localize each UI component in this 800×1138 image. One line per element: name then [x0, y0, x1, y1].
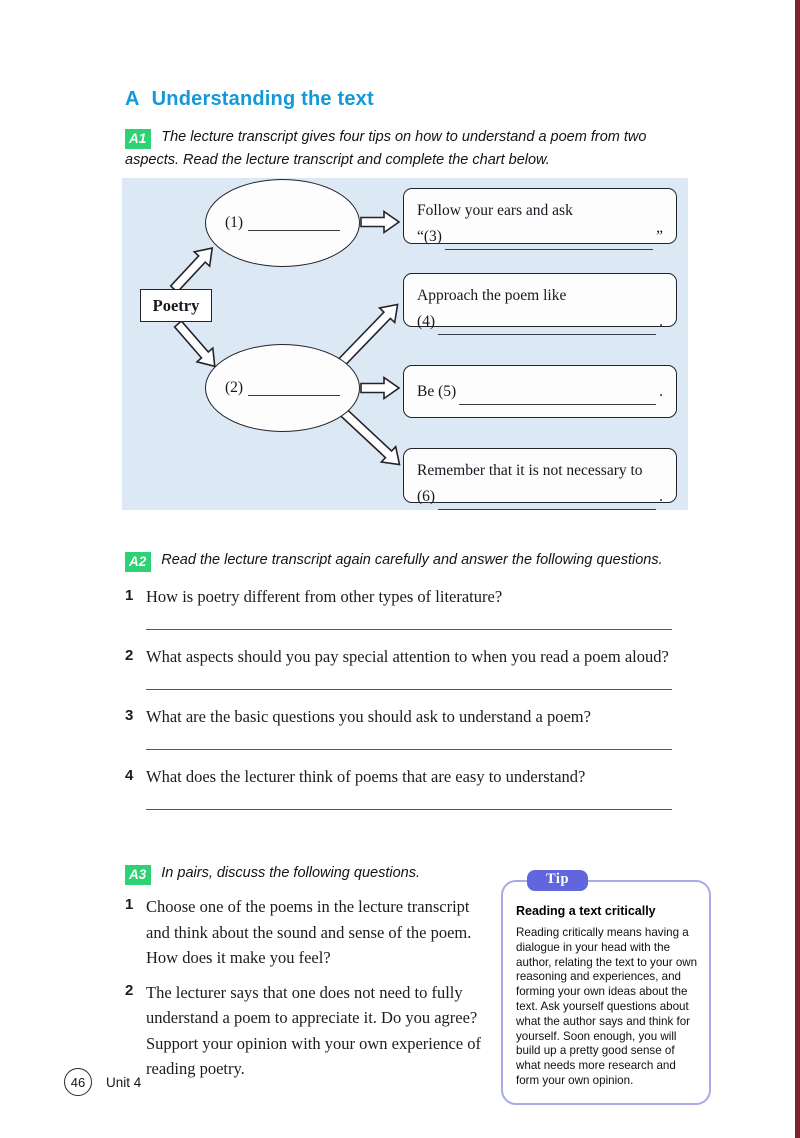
discussion-item-2: 2 The lecturer says that one does not nee…: [125, 980, 497, 1082]
question-text: What aspects should you pay special atte…: [146, 647, 669, 666]
answer-line-3[interactable]: [146, 749, 672, 750]
chart-box3-number: (5): [438, 383, 457, 400]
question-text: What are the basic questions you should …: [146, 707, 591, 726]
open-quote: “: [417, 228, 424, 245]
a3-question-list: 1 Choose one of the poems in the lecture …: [125, 894, 497, 1091]
poetry-flowchart: Poetry (1) (2) Follow your ears and ask …: [122, 178, 688, 510]
chart-box3-answer-blank[interactable]: [459, 390, 657, 405]
node2-ellipse: (2): [205, 344, 360, 432]
page-number: 46: [70, 1074, 86, 1090]
page-footer: 46 Unit 4: [64, 1068, 141, 1096]
a1-badge: A1: [125, 129, 152, 149]
question-item-1: 1 How is poetry different from other type…: [125, 585, 682, 630]
chart-box4: Remember that it is not necessary to (6)…: [403, 448, 677, 510]
arrow-node2-to-box2: [337, 303, 399, 367]
node2-number: (2): [224, 379, 244, 396]
chart-box1-number: (3): [423, 228, 442, 245]
node1-answer-blank[interactable]: [248, 216, 341, 231]
chart-box1-line1: Follow your ears and ask: [417, 202, 573, 219]
a1-instruction-text: The lecture transcript gives four tips o…: [125, 129, 647, 168]
arrow-node2-to-box3: [360, 375, 401, 401]
question-number: 3: [125, 707, 134, 724]
chart-box4-answer-blank[interactable]: [438, 492, 657, 510]
chart-box2-line1: Approach the poem like: [417, 287, 567, 304]
unit-label: Unit 4: [106, 1074, 142, 1090]
tip-title: Reading a text critically: [516, 904, 656, 918]
question-number: 1: [125, 896, 134, 913]
root-node-poetry: Poetry: [140, 289, 212, 322]
period: .: [659, 488, 663, 505]
chart-box3-line: Be (5).: [417, 379, 663, 405]
chart-box4-line1: Remember that it is not necessary to: [417, 462, 643, 479]
answer-line-1[interactable]: [146, 629, 672, 630]
discussion-item-1: 1 Choose one of the poems in the lecture …: [125, 894, 497, 971]
close-quote: ”: [656, 228, 663, 245]
section-heading: A Understanding the text: [125, 88, 374, 111]
question-item-2: 2 What aspects should you pay special att…: [125, 645, 682, 690]
a2-instruction-text: Read the lecture transcript again carefu…: [161, 552, 663, 568]
root-node-label: Poetry: [152, 295, 200, 315]
a2-question-list: 1 How is poetry different from other type…: [125, 585, 682, 825]
arrow-node2-to-box4: [336, 405, 401, 466]
page-number-badge: 46: [64, 1068, 92, 1096]
question-item-3: 3 What are the basic questions you should…: [125, 705, 682, 750]
chart-box2: Approach the poem like (4).: [403, 273, 677, 335]
tip-badge: Tip: [527, 870, 589, 891]
section-letter: A: [125, 88, 140, 110]
chart-box4-line2: (6).: [417, 484, 663, 510]
node1-ellipse: (1): [205, 179, 360, 267]
chart-box3: Be (5).: [403, 365, 677, 418]
section-title: Understanding the text: [151, 88, 374, 110]
chart-box1-answer-blank[interactable]: [444, 232, 654, 250]
tip-callout: Tip Reading a text critically Reading cr…: [501, 870, 711, 1105]
chart-box1-line2: “(3) ”: [417, 224, 663, 250]
page-edge-bar: [795, 0, 800, 1138]
question-text: Choose one of the poems in the lecture t…: [146, 897, 472, 967]
arrow-node1-to-box1: [360, 209, 401, 235]
period: .: [659, 383, 663, 400]
a3-badge: A3: [125, 865, 152, 885]
question-number: 2: [125, 981, 134, 999]
a2-badge: A2: [125, 552, 152, 572]
node2-answer-blank[interactable]: [248, 381, 341, 396]
question-text: What does the lecturer think of poems th…: [146, 767, 586, 786]
answer-line-2[interactable]: [146, 689, 672, 690]
flowchart-arrows: [169, 209, 401, 466]
chart-box2-answer-blank[interactable]: [438, 317, 657, 335]
a3-instruction-text: In pairs, discuss the following question…: [161, 865, 420, 881]
a3-instruction-block: A3 In pairs, discuss the following questi…: [125, 862, 545, 885]
chart-box2-number: (4): [417, 313, 436, 330]
question-item-4: 4 What does the lecturer think of poems t…: [125, 765, 682, 810]
question-number: 1: [125, 587, 134, 604]
chart-box3-word: Be: [417, 383, 435, 400]
answer-line-4[interactable]: [146, 809, 672, 810]
question-text: How is poetry different from other types…: [146, 587, 503, 606]
node1-number: (1): [224, 214, 244, 231]
arrow-poetry-to-node1: [169, 247, 214, 294]
question-number: 2: [125, 647, 134, 664]
arrow-poetry-to-node2: [173, 319, 216, 368]
question-number: 4: [125, 767, 134, 784]
chart-box4-number: (6): [417, 488, 436, 505]
chart-box1: Follow your ears and ask “(3) ”: [403, 188, 677, 250]
chart-box2-line2: (4).: [417, 309, 663, 335]
tip-body: Reading critically means having a dialog…: [516, 926, 698, 1087]
a2-instruction-block: A2 Read the lecture transcript again care…: [125, 549, 725, 572]
period: .: [659, 313, 663, 330]
question-text: The lecturer says that one does not need…: [146, 982, 481, 1079]
